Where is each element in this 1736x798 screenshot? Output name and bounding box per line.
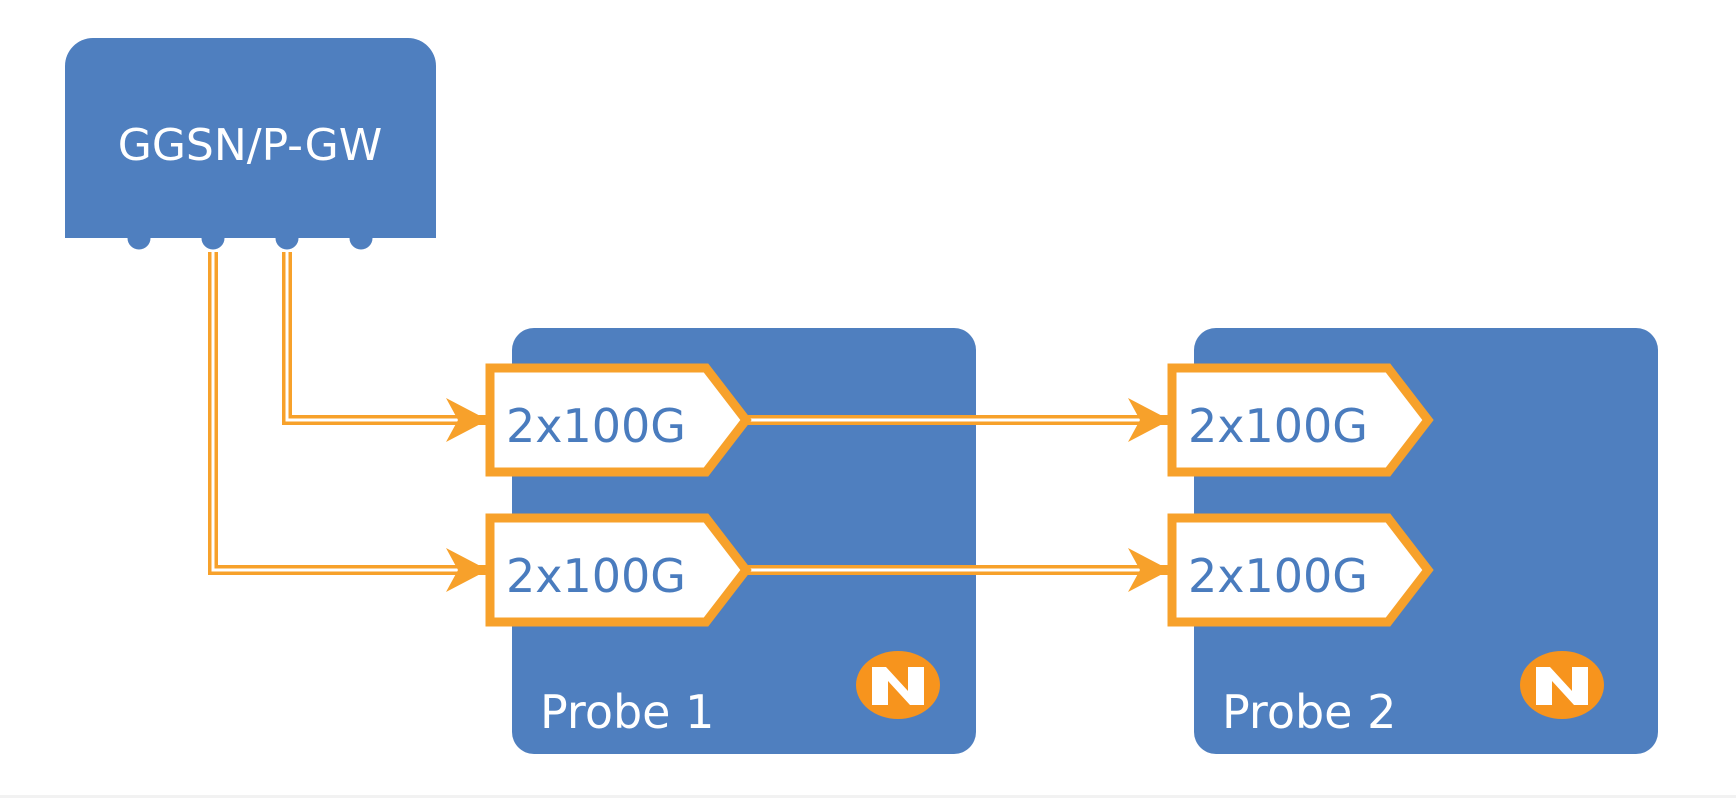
link-probe-1-to-probe-2-port-2 [748,548,1170,592]
probe-2-port-1[interactable]: 2x100G [1167,363,1434,477]
probe-1-label: Probe 1 [540,685,714,739]
port-label: 2x100G [506,399,686,453]
gateway-box [65,38,436,238]
gateway-label: GGSN/P-GW [118,120,383,171]
link-gateway-to-probe-1-port-2 [208,252,488,592]
bottom-divider [0,795,1736,798]
link-gateway-to-probe-1-port-1 [282,252,488,442]
port-label: 2x100G [1188,549,1368,603]
probe-2-label: Probe 2 [1222,685,1396,739]
probe-1-port-2[interactable]: 2x100G [485,513,752,627]
port-label: 2x100G [1188,399,1368,453]
port-label: 2x100G [506,549,686,603]
gateway-node[interactable]: GGSN/P-GW [65,38,436,253]
probe-2-port-2[interactable]: 2x100G [1167,513,1434,627]
link-probe-1-to-probe-2-port-1 [748,398,1170,442]
probe-1-port-1[interactable]: 2x100G [485,363,752,477]
n-logo-icon [1520,651,1604,719]
n-logo-icon [856,651,940,719]
